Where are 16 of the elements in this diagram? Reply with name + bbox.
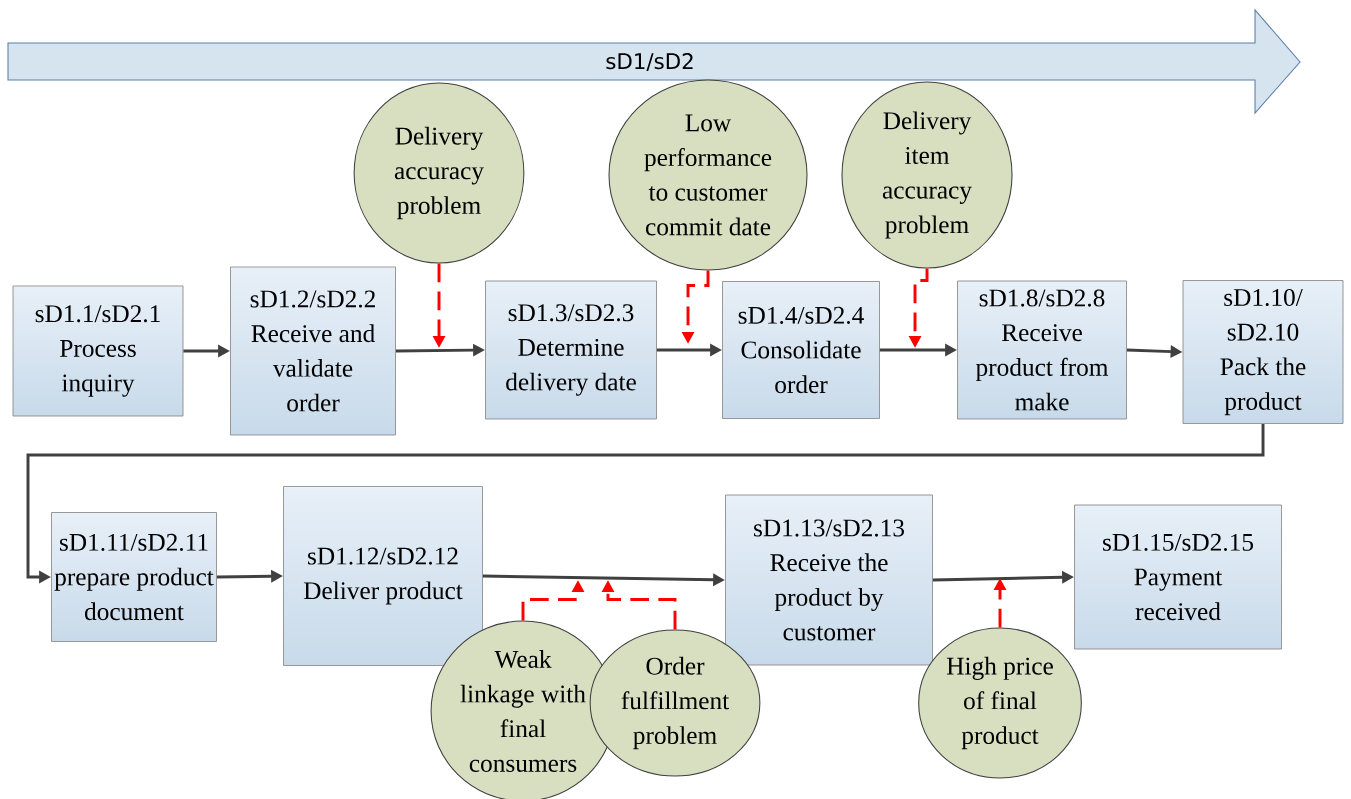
problem-bubble: High price of final product bbox=[918, 627, 1082, 779]
process-box: sD1.11/sD2.11 prepare product document bbox=[51, 512, 217, 642]
process-box: sD1.13/sD2.13 Receive the product by customer bbox=[725, 494, 933, 666]
problem-bubble: Weak linkage with final consumers bbox=[430, 620, 616, 799]
process-box: sD1.1/sD2.1 Process inquiry bbox=[12, 285, 184, 417]
process-box: sD1.10/ sD2.10 Pack the product bbox=[1182, 280, 1344, 424]
problem-bubble: Low performance to customer commit date bbox=[608, 79, 808, 271]
problem-bubble: Delivery item accuracy problem bbox=[841, 81, 1013, 269]
problem-bubble: Order fulfillment problem bbox=[589, 629, 761, 777]
process-box: sD1.3/sD2.3 Determine delivery date bbox=[485, 280, 657, 420]
process-box: sD1.15/sD2.15 Payment received bbox=[1074, 504, 1282, 650]
process-box: sD1.4/sD2.4 Consolidate order bbox=[722, 281, 880, 419]
problem-bubble: Delivery accuracy problem bbox=[353, 82, 525, 264]
process-box: sD1.2/sD2.2 Receive and validate order bbox=[230, 266, 396, 436]
process-box: sD1.8/sD2.8 Receive product from make bbox=[957, 280, 1127, 420]
process-box: sD1.12/sD2.12 Deliver product bbox=[283, 486, 483, 666]
